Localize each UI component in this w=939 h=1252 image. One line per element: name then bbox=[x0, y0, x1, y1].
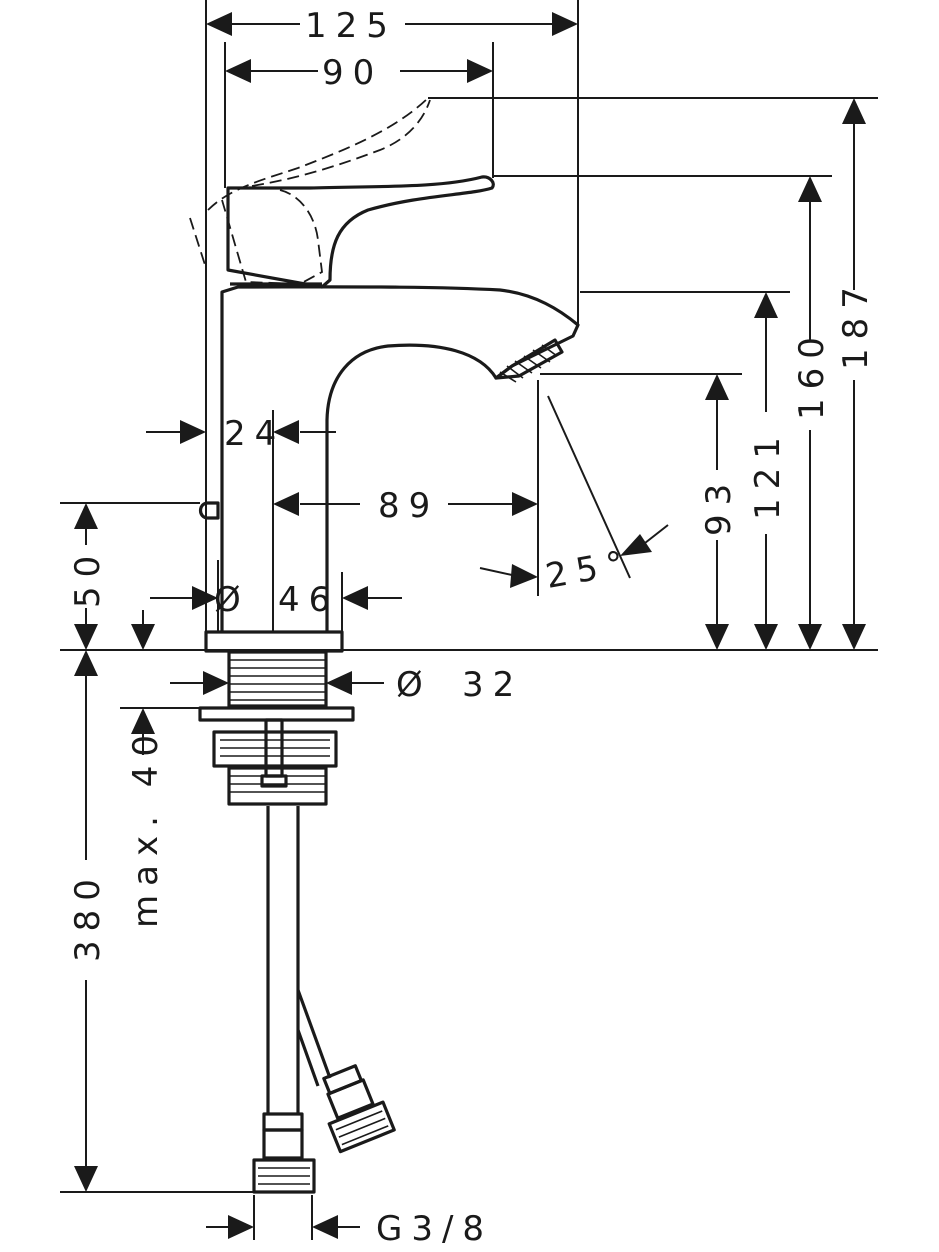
dim-spout-handle-width: 90 bbox=[322, 53, 383, 93]
dim-spout-angle: 25° bbox=[543, 542, 636, 597]
dim-handle-height: 160 bbox=[792, 328, 832, 420]
dim-max-deck-thickness: max. 40 bbox=[126, 726, 166, 928]
diameter-symbol-32: Ø bbox=[396, 665, 432, 705]
supply-hoses bbox=[252, 806, 396, 1194]
dim-spout-top-height: 121 bbox=[748, 428, 788, 520]
dim-overall-width: 125 bbox=[305, 6, 397, 46]
mounting-nut bbox=[198, 706, 355, 806]
faucet-body bbox=[198, 285, 580, 653]
dim-shank-diameter: 32 bbox=[462, 665, 523, 705]
faucet-handle bbox=[226, 175, 495, 289]
handle-open-position-dashed bbox=[189, 97, 431, 285]
dim-connection-thread: G3/8 bbox=[376, 1209, 493, 1249]
dim-spout-reach: 89 bbox=[378, 486, 439, 526]
dim-outlet-height: 93 bbox=[699, 475, 739, 536]
dimension-labels: 125 90 24 89 25° Ø 46 Ø 32 G3/8 50 380 m… bbox=[68, 6, 876, 1249]
diameter-symbol-46: Ø bbox=[214, 580, 250, 620]
threaded-shank bbox=[227, 650, 328, 708]
dim-body-diameter: 46 bbox=[278, 580, 339, 620]
dim-body-offset: 24 bbox=[224, 414, 285, 454]
extension-lines bbox=[60, 0, 878, 1240]
dim-drain-rod-height: 50 bbox=[68, 547, 108, 608]
dim-total-height: 187 bbox=[836, 278, 876, 370]
dimension-lines bbox=[74, 12, 866, 1239]
dim-hose-length: 380 bbox=[68, 870, 108, 962]
